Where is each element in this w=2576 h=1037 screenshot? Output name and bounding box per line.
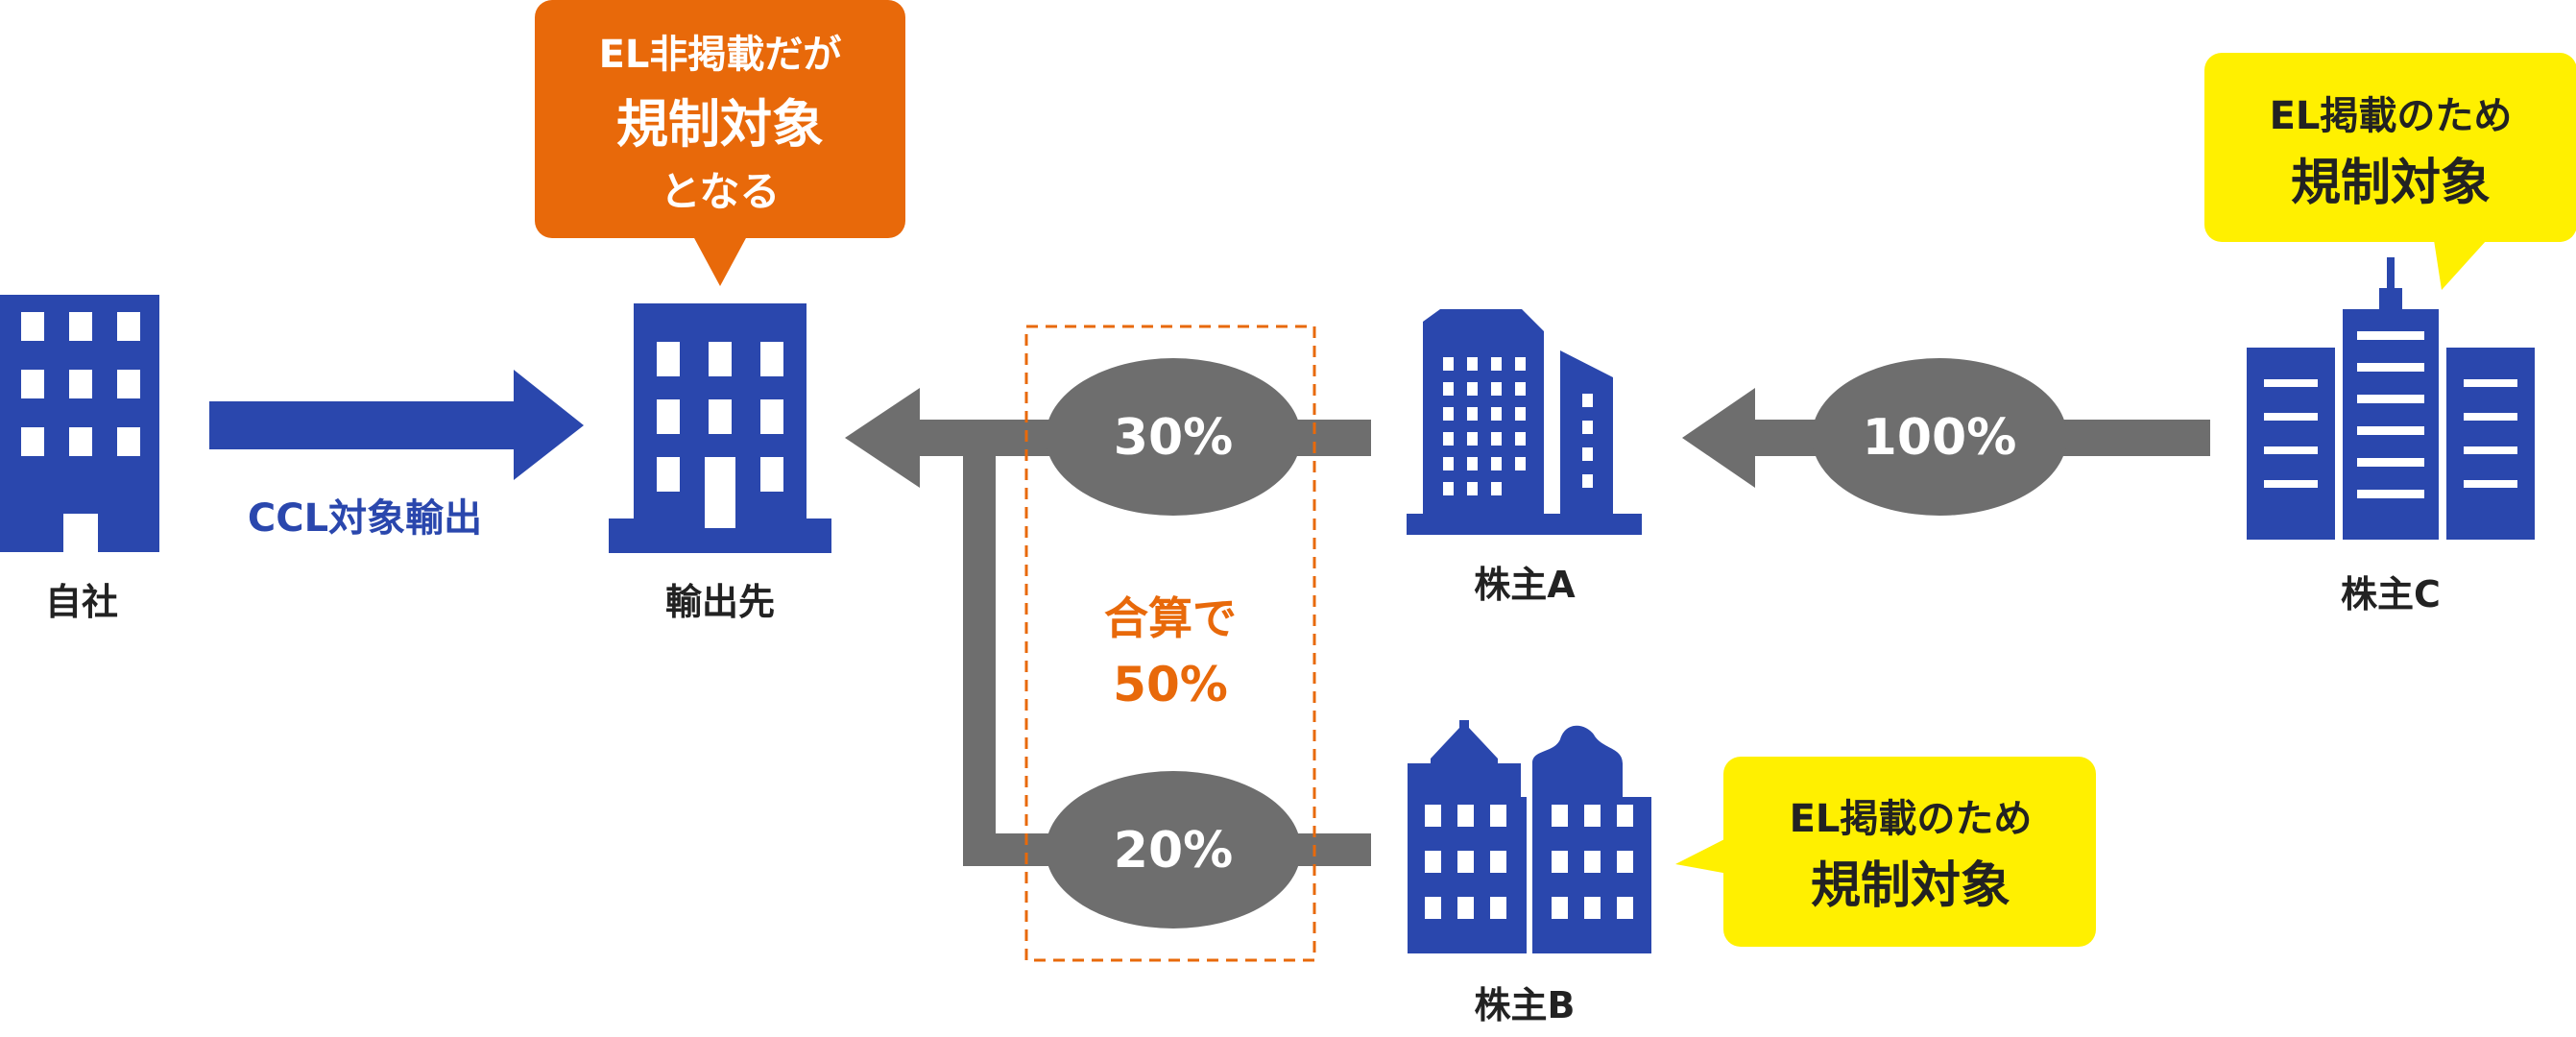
- ownership-value-100: 100%: [1863, 409, 2017, 467]
- ownership-ellipse-20: 20%: [1046, 771, 1301, 928]
- ownership-ellipse-30: 30%: [1046, 358, 1301, 516]
- shareholder-a-building-icon: [1407, 309, 1642, 535]
- shareholder-c-building-icon: [2247, 257, 2535, 540]
- shareholder-c-label: 株主C: [2341, 573, 2441, 615]
- shareholder-b-label: 株主B: [1475, 984, 1576, 1026]
- destination-callout-line2: 規制対象: [616, 94, 824, 155]
- self-label: 自社: [45, 581, 118, 623]
- combined-note-line1: 合算で: [1104, 592, 1237, 644]
- ownership-value-30: 30%: [1114, 409, 1233, 467]
- shareholder-b-callout: EL掲載のため 規制対象: [1675, 757, 2096, 947]
- destination-callout: EL非掲載だが 規制対象 となる: [535, 0, 905, 286]
- shareholder-b-callout-line2: 規制対象: [1811, 857, 2010, 915]
- destination-building-icon: [609, 303, 831, 553]
- export-arrow: [209, 370, 584, 480]
- destination-callout-line1: EL非掲載だが: [599, 33, 842, 77]
- shareholder-c-callout-line1: EL掲載のため: [2270, 94, 2513, 138]
- destination-callout-line3: となる: [661, 168, 781, 215]
- combined-dashed-box: [1024, 325, 1316, 962]
- ownership-ellipse-100: 100%: [1812, 358, 2067, 516]
- shareholder-c-callout: EL掲載のため 規制対象: [2204, 53, 2576, 290]
- shareholder-b-building-icon: [1408, 720, 1651, 953]
- export-arrow-label: CCL対象輸出: [248, 496, 482, 541]
- shareholder-b-callout-line1: EL掲載のため: [1790, 797, 2033, 841]
- self-building-icon: [0, 295, 159, 552]
- combined-note-line2: 50%: [1113, 657, 1228, 712]
- destination-label: 輸出先: [665, 581, 775, 623]
- shareholder-c-callout-line2: 規制対象: [2291, 155, 2491, 212]
- shareholder-a-label: 株主A: [1474, 564, 1576, 606]
- ownership-value-20: 20%: [1114, 822, 1233, 880]
